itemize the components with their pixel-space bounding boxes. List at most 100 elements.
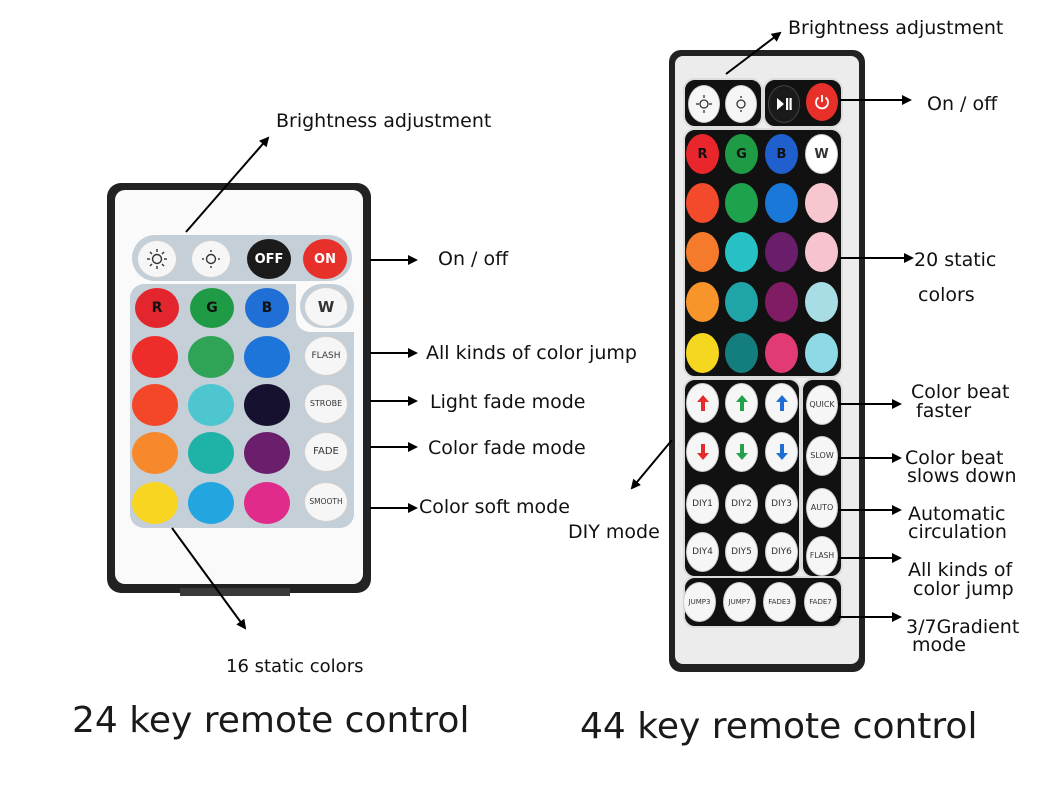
title-24-key: 24 key remote control bbox=[72, 700, 470, 741]
arrow-static-24 bbox=[171, 527, 247, 630]
remote24-color-key[interactable] bbox=[244, 384, 290, 426]
remote24-color-key[interactable] bbox=[132, 482, 178, 524]
remote44-color-key[interactable] bbox=[725, 183, 758, 223]
label-gradient-line2: mode bbox=[912, 634, 966, 656]
label-brightness-44: Brightness adjustment bbox=[788, 17, 1004, 39]
diy-button[interactable]: DIY6 bbox=[765, 532, 798, 572]
remote24-color-key[interactable] bbox=[188, 336, 234, 378]
remote24-color-key[interactable] bbox=[188, 432, 234, 474]
red-button[interactable]: R bbox=[135, 288, 179, 328]
remote24-color-key[interactable] bbox=[132, 384, 178, 426]
remote44-rgbw-key[interactable]: W bbox=[805, 134, 838, 174]
remote44-color-key[interactable] bbox=[686, 282, 719, 322]
remote44-color-key[interactable] bbox=[686, 183, 719, 223]
arrow-up-icon bbox=[696, 395, 709, 411]
remote44-color-key[interactable] bbox=[686, 333, 719, 373]
label-static-24: 16 static colors bbox=[226, 656, 364, 677]
arrow-diy-44 bbox=[630, 439, 673, 490]
remote44-brightness-up-button[interactable] bbox=[688, 85, 720, 123]
quick-button[interactable]: QUICK bbox=[806, 385, 838, 425]
blue-button[interactable]: B bbox=[245, 288, 289, 328]
arrow-up-button[interactable] bbox=[686, 383, 719, 423]
remote44-color-key[interactable] bbox=[805, 232, 838, 272]
remote24-color-key[interactable] bbox=[244, 482, 290, 524]
remote44-color-key[interactable] bbox=[725, 333, 758, 373]
strobe-button[interactable]: STROBE bbox=[304, 384, 348, 424]
label-brightness-24: Brightness adjustment bbox=[276, 110, 492, 132]
brightness-up-icon bbox=[696, 95, 712, 113]
fade7-button[interactable]: FADE7 bbox=[804, 582, 837, 622]
remote24-color-key[interactable] bbox=[188, 482, 234, 524]
slow-button[interactable]: SLOW bbox=[806, 436, 838, 476]
label-jump-44-line1: All kinds of bbox=[908, 559, 1013, 581]
remote44-color-key[interactable] bbox=[686, 232, 719, 272]
green-button[interactable]: G bbox=[190, 288, 234, 328]
white-button[interactable]: W bbox=[304, 287, 348, 327]
remote44-color-key[interactable] bbox=[765, 183, 798, 223]
brightness-up-button[interactable] bbox=[137, 240, 177, 278]
jump7-button[interactable]: JUMP7 bbox=[723, 582, 756, 622]
label-beat-slow-line2: slows down bbox=[907, 465, 1017, 487]
remote24-color-key[interactable] bbox=[244, 432, 290, 474]
arrow-brightness-24 bbox=[185, 136, 270, 233]
flash-button[interactable]: FLASH bbox=[304, 336, 348, 376]
brightness-up-icon bbox=[147, 249, 167, 269]
brightness-down-icon bbox=[202, 250, 220, 268]
diy-button[interactable]: DIY4 bbox=[686, 532, 719, 572]
diy-button[interactable]: DIY2 bbox=[725, 484, 758, 524]
title-44-key: 44 key remote control bbox=[580, 706, 978, 747]
label-static-44-line2: colors bbox=[918, 284, 975, 306]
auto-button[interactable]: AUTO bbox=[806, 488, 838, 528]
arrow-down-icon bbox=[775, 444, 788, 460]
remote44-flash-button[interactable]: FLASH bbox=[806, 536, 838, 576]
label-color-soft-24: Color soft mode bbox=[419, 496, 570, 518]
remote24-color-key[interactable] bbox=[132, 336, 178, 378]
play-pause-icon bbox=[777, 98, 792, 110]
arrow-down-icon bbox=[696, 444, 709, 460]
remote44-rgbw-key[interactable]: G bbox=[725, 134, 758, 174]
remote44-color-key[interactable] bbox=[725, 282, 758, 322]
arrow-down-button[interactable] bbox=[725, 432, 758, 472]
remote44-color-key[interactable] bbox=[765, 333, 798, 373]
label-static-44-line1: 20 static bbox=[914, 249, 997, 271]
remote24-color-key[interactable] bbox=[188, 384, 234, 426]
arrow-brightness-44 bbox=[725, 31, 782, 75]
remote44-color-key[interactable] bbox=[805, 333, 838, 373]
remote24-bottom-edge bbox=[180, 588, 290, 596]
play-pause-button[interactable] bbox=[768, 85, 800, 123]
remote24-color-key[interactable] bbox=[132, 432, 178, 474]
label-jump-44-line2: color jump bbox=[913, 578, 1014, 600]
remote44-color-key[interactable] bbox=[725, 232, 758, 272]
remote44-color-key[interactable] bbox=[765, 232, 798, 272]
label-onoff-24: On / off bbox=[438, 248, 509, 270]
remote44-color-key[interactable] bbox=[765, 282, 798, 322]
arrow-up-button[interactable] bbox=[765, 383, 798, 423]
remote44-brightness-down-button[interactable] bbox=[725, 85, 757, 123]
remote24-color-key[interactable] bbox=[244, 336, 290, 378]
label-auto-line2: circulation bbox=[908, 521, 1007, 543]
diy-button[interactable]: DIY3 bbox=[765, 484, 798, 524]
diy-button[interactable]: DIY5 bbox=[725, 532, 758, 572]
label-color-jump-24: All kinds of color jump bbox=[426, 342, 637, 364]
arrow-down-button[interactable] bbox=[765, 432, 798, 472]
arrow-down-button[interactable] bbox=[686, 432, 719, 472]
on-button[interactable]: ON bbox=[303, 239, 347, 279]
arrow-up-button[interactable] bbox=[725, 383, 758, 423]
diy-button[interactable]: DIY1 bbox=[686, 484, 719, 524]
remote44-rgbw-key[interactable]: B bbox=[765, 134, 798, 174]
remote44-color-key[interactable] bbox=[805, 183, 838, 223]
label-beat-fast-line1: Color beat bbox=[911, 381, 1010, 403]
brightness-down-button[interactable] bbox=[191, 240, 231, 278]
remote44-rgbw-key[interactable]: R bbox=[686, 134, 719, 174]
smooth-button[interactable]: SMOOTH bbox=[304, 482, 348, 522]
fade-button[interactable]: FADE bbox=[304, 432, 348, 472]
label-beat-slow-line1: Color beat bbox=[905, 447, 1004, 469]
power-button[interactable] bbox=[806, 83, 838, 121]
off-button[interactable]: OFF bbox=[247, 239, 291, 279]
power-icon bbox=[815, 95, 829, 110]
label-diy-44: DIY mode bbox=[568, 521, 660, 543]
fade3-button[interactable]: FADE3 bbox=[763, 582, 796, 622]
remote44-color-key[interactable] bbox=[805, 282, 838, 322]
jump3-button[interactable]: JUMP3 bbox=[683, 582, 716, 622]
brightness-down-icon bbox=[736, 96, 746, 112]
